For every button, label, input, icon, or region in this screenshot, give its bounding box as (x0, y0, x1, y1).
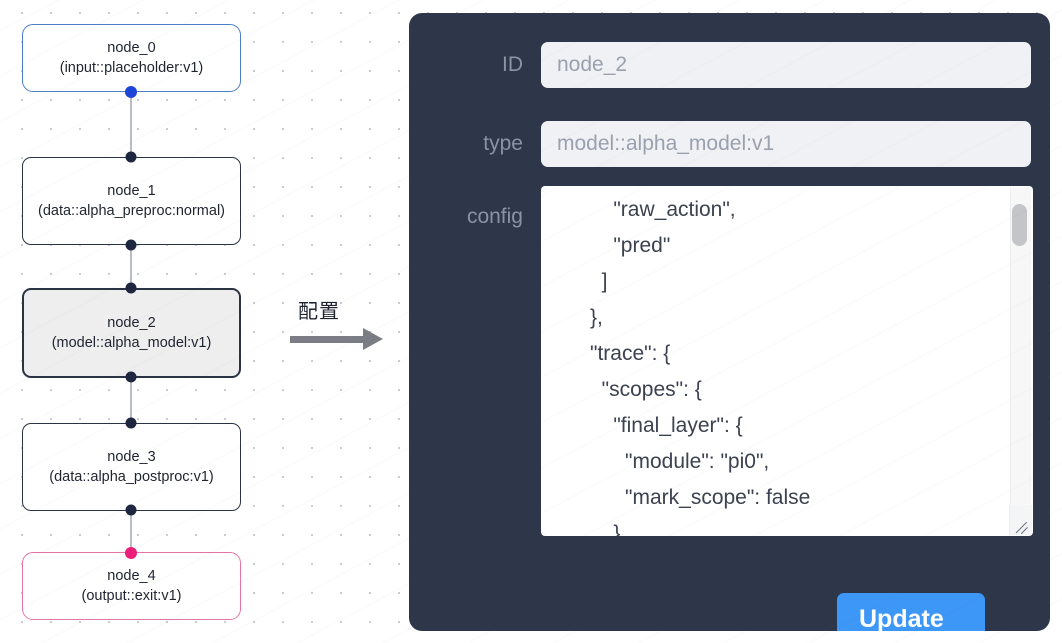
node-label: node_4 (output::exit:v1) (81, 568, 182, 604)
flow-node-node_0[interactable]: node_0 (input::placeholder:v1) (22, 24, 241, 92)
id-field-label: ID (502, 53, 523, 76)
node-handle-target-node_1[interactable] (125, 151, 137, 163)
type-field-label: type (483, 132, 523, 155)
edge-node2-node3 (130, 377, 132, 424)
node-handle-source-node_0[interactable] (125, 86, 137, 98)
node-handle-source-node_3[interactable] (125, 504, 137, 516)
node-label: node_0 (input::placeholder:v1) (59, 40, 204, 76)
config-textarea[interactable]: "raw_action", "pred" ] }, "trace": { "sc… (541, 186, 1033, 536)
type-input[interactable] (541, 121, 1031, 167)
right-arrow-icon (290, 336, 365, 343)
field-row-id: ID (421, 42, 1031, 88)
field-row-config: config "raw_action", "pred" ] }, "trace"… (421, 186, 1033, 536)
node-label: node_2 (model::alpha_model:v1) (51, 315, 212, 351)
field-row-type: type (421, 121, 1031, 167)
config-field-label: config (466, 205, 523, 228)
edge-node0-node1 (130, 92, 132, 158)
config-resize-corner[interactable] (1009, 505, 1032, 535)
node-inspector-panel: ID type config "raw_action", "pred" ] },… (409, 13, 1050, 631)
flow-node-node_4[interactable]: node_4 (output::exit:v1) (22, 552, 241, 620)
config-editor-wrap: "raw_action", "pred" ] }, "trace": { "sc… (541, 186, 1033, 536)
resize-grip-icon (1014, 517, 1029, 534)
node-handle-source-node_1[interactable] (125, 239, 137, 251)
flow-node-node_2[interactable]: node_2 (model::alpha_model:v1) (22, 288, 241, 378)
id-input[interactable] (541, 42, 1031, 88)
update-button[interactable]: Update (837, 593, 985, 631)
config-scrollbar-track[interactable] (1010, 188, 1031, 506)
node-handle-target-node_4[interactable] (125, 547, 137, 559)
node-label: node_3 (data::alpha_postproc:v1) (49, 449, 214, 485)
edge-node1-node2 (130, 245, 132, 288)
flow-node-node_3[interactable]: node_3 (data::alpha_postproc:v1) (22, 423, 241, 511)
right-arrow-head-icon (363, 328, 383, 350)
node-handle-target-node_3[interactable] (125, 417, 137, 429)
node-handle-source-node_2[interactable] (125, 371, 137, 383)
config-scrollbar-thumb[interactable] (1012, 204, 1027, 246)
edge-node3-node4 (130, 510, 132, 553)
flow-node-node_1[interactable]: node_1 (data::alpha_preproc:normal) (22, 157, 241, 245)
node-handle-target-node_2[interactable] (125, 282, 137, 294)
node-label: node_1 (data::alpha_preproc:normal) (38, 183, 225, 219)
transition-annotation: 配置 (290, 300, 398, 362)
transition-caption: 配置 (298, 301, 340, 323)
